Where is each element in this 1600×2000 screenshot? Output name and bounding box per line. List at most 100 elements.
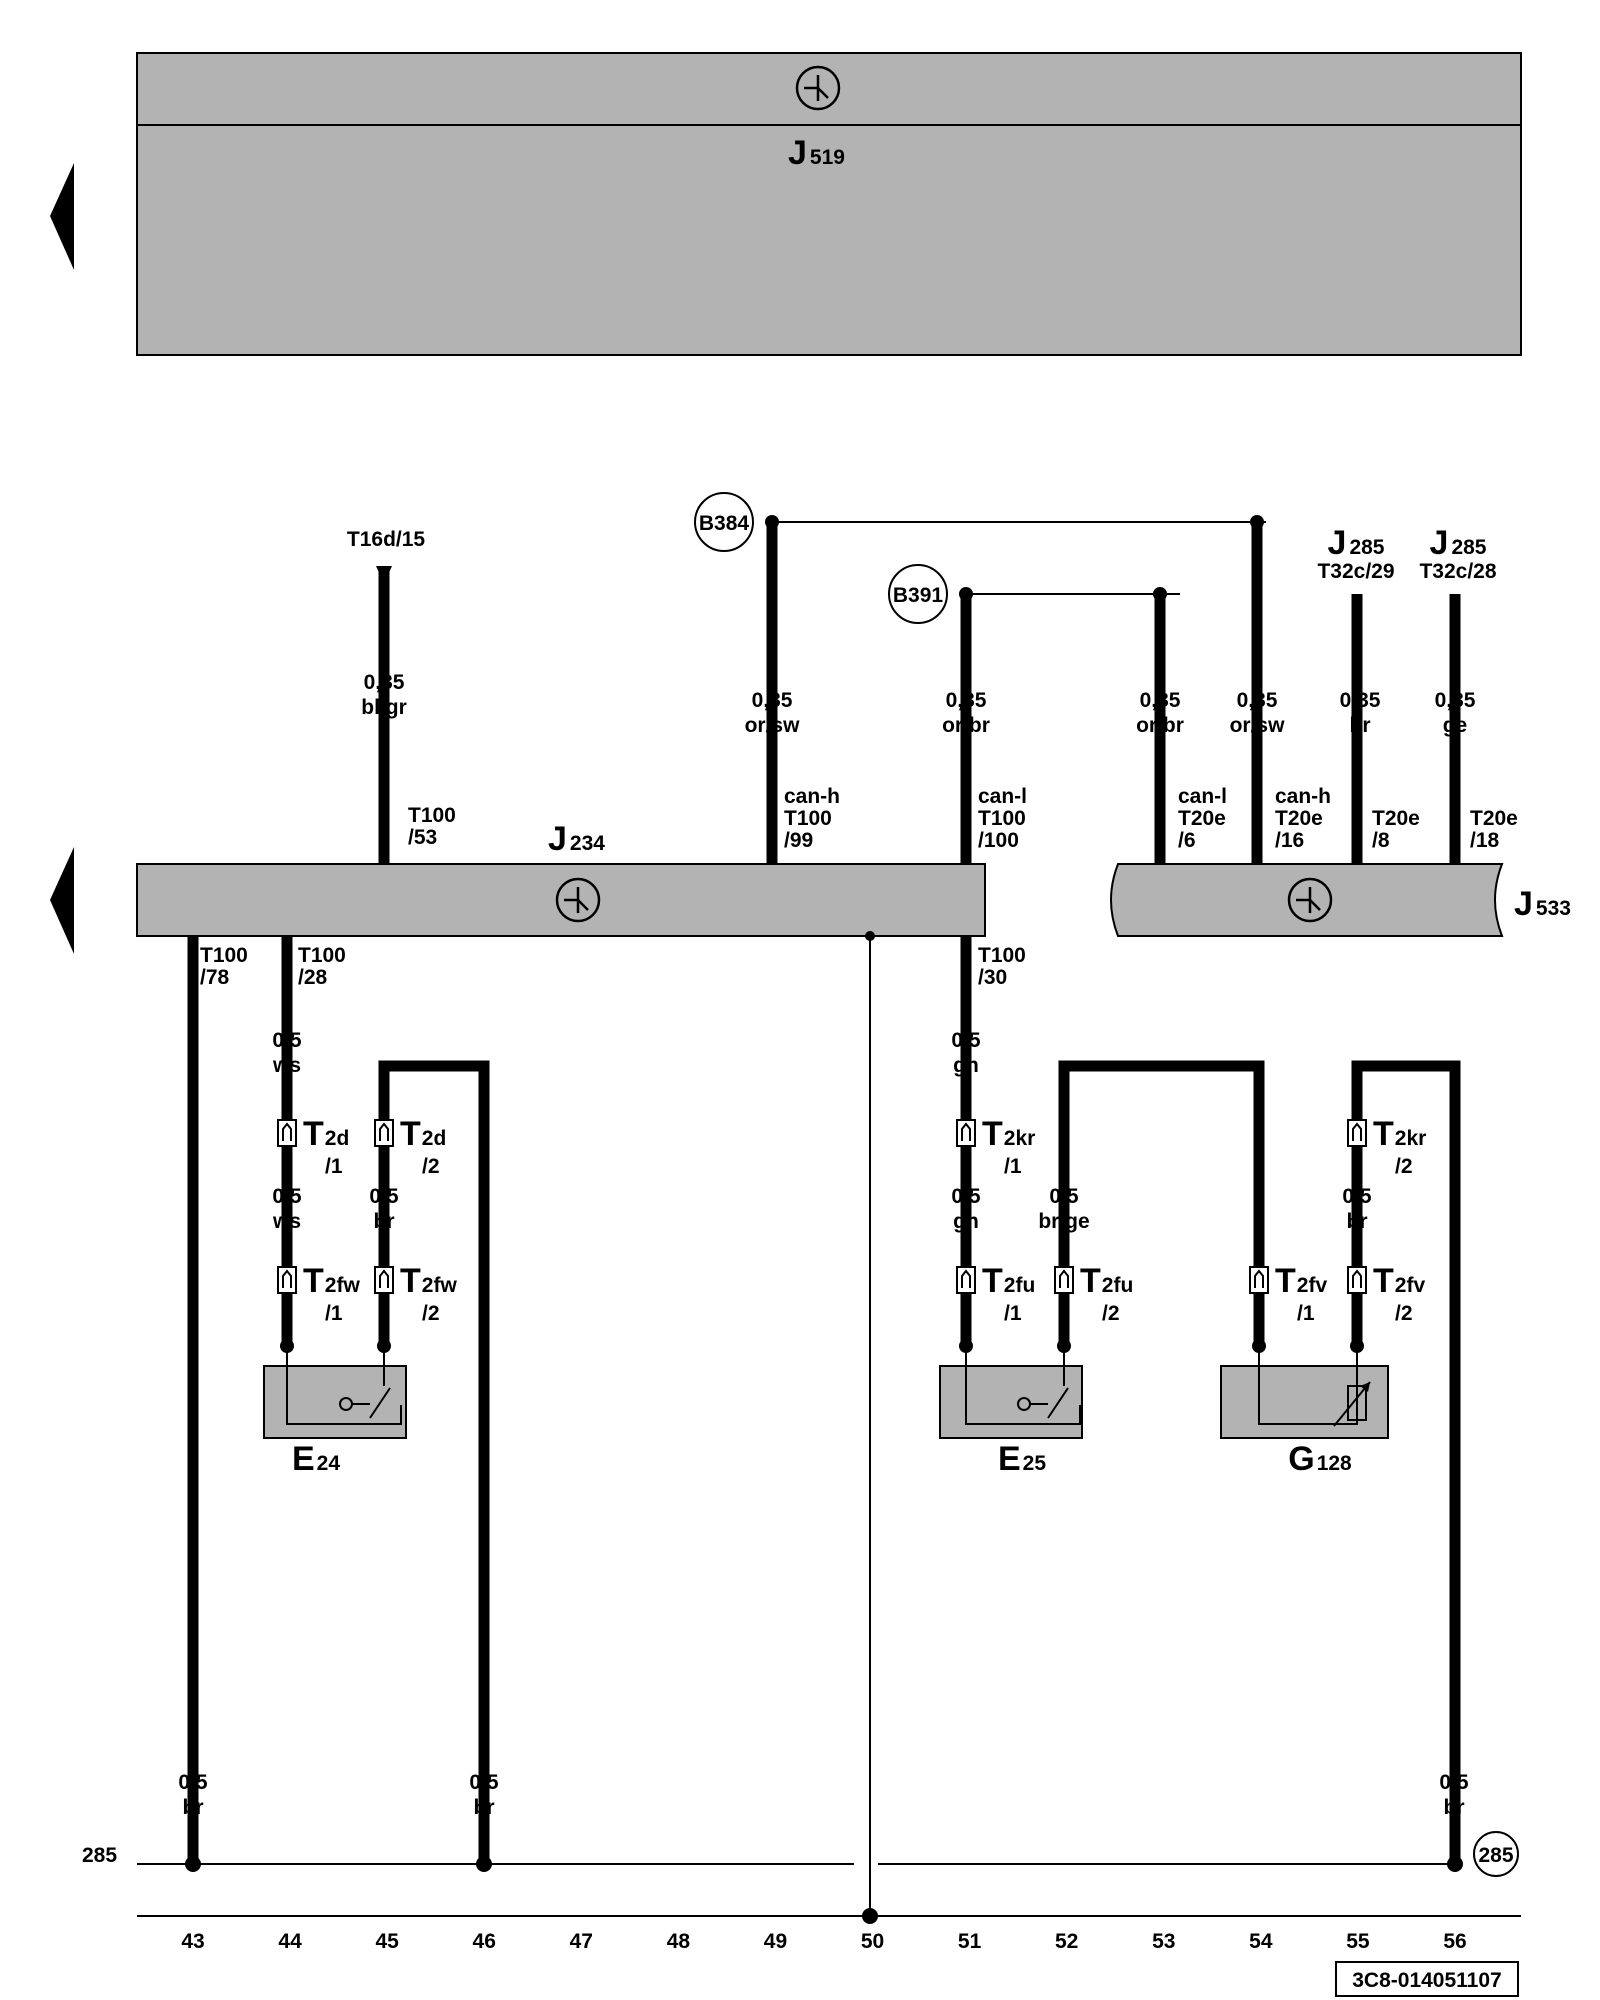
column-number: 53 <box>1152 1930 1175 1953</box>
svg-text:T20e: T20e <box>1470 807 1518 830</box>
column-number: 49 <box>764 1930 787 1953</box>
diagram-code: 3C8-014051107 <box>1335 1961 1519 1997</box>
junction-dot <box>1350 1339 1364 1353</box>
svg-text:/78: /78 <box>200 966 230 989</box>
pin-label-p78: T100/78 <box>200 944 248 989</box>
svg-text:/53: /53 <box>408 826 437 849</box>
junction-dot <box>476 1856 492 1872</box>
pin-label-p8: T20e/8 <box>1372 807 1420 852</box>
wire-gauge: 0,5 <box>272 1029 302 1052</box>
svg-text:can-l: can-l <box>1178 785 1227 808</box>
svg-text:T2fv: T2fv <box>1373 1262 1425 1300</box>
connector-icon <box>961 1122 971 1141</box>
column-number: 43 <box>181 1930 204 1953</box>
svg-text:T2fw: T2fw <box>400 1262 457 1300</box>
circle-ref-b391: B391 <box>888 564 948 624</box>
junction-dot <box>1153 587 1167 601</box>
svg-text:3C8-014051107: 3C8-014051107 <box>1352 1969 1501 1992</box>
svg-text:T2fv: T2fv <box>1275 1262 1327 1300</box>
column-number: 46 <box>473 1930 496 1953</box>
connectors: T2d/1T2d/2T2kr/1T2kr/2T2fw/1T2fw/2T2fu/1… <box>277 1115 1426 1325</box>
left-arrow-icon <box>50 163 74 270</box>
wire-gauge: 0,35 <box>1435 689 1476 712</box>
column-number: 47 <box>570 1930 593 1953</box>
svg-text:T2fw: T2fw <box>303 1262 360 1300</box>
column-number: 55 <box>1346 1930 1370 1953</box>
connector-c3: T2kr/1 <box>956 1115 1035 1178</box>
connector-c9: T2fv/1 <box>1249 1262 1327 1325</box>
wire-spec-w43d: 0,5br <box>178 1771 208 1819</box>
svg-text:can-l: can-l <box>978 785 1027 808</box>
component-e25: E25 <box>939 1346 1083 1478</box>
wire-color: ws <box>272 1054 301 1077</box>
svg-text:T100: T100 <box>298 944 346 967</box>
svg-text:T2d: T2d <box>303 1115 349 1153</box>
wire-gauge: 0,5 <box>1439 1771 1469 1794</box>
column-number: 45 <box>375 1930 399 1953</box>
wire-gauge: 0,35 <box>364 671 405 694</box>
svg-text:G128: G128 <box>1288 1440 1352 1478</box>
ref-j285-a-pin: T32c/29 <box>1317 560 1394 583</box>
junction-dot <box>1252 1339 1266 1353</box>
svg-text:T20e: T20e <box>1178 807 1226 830</box>
junction-dot <box>1250 515 1264 529</box>
wire-gauge: 0,35 <box>1340 689 1381 712</box>
svg-text:T100: T100 <box>200 944 248 967</box>
pin-terminal <box>1252 852 1262 860</box>
wire-gauge: 0,5 <box>369 1185 399 1208</box>
wire-color: br <box>1350 714 1371 737</box>
control-unit-icon <box>795 65 841 111</box>
svg-text:E25: E25 <box>998 1440 1046 1478</box>
wire-spec-w44c: 0,5ws <box>272 1185 302 1233</box>
svg-text:T2kr: T2kr <box>982 1115 1035 1153</box>
wire-gauge: 0,5 <box>272 1185 302 1208</box>
svg-text:/100: /100 <box>978 829 1019 852</box>
pin-terminal <box>961 939 971 947</box>
wire-spec-w44b: 0,5ws <box>272 1029 302 1077</box>
ref-j285-b-pin: T32c/28 <box>1419 560 1496 583</box>
svg-text:T100: T100 <box>978 944 1026 967</box>
wire-spec-w56d: 0,5br <box>1439 1771 1469 1819</box>
wire-color: or/br <box>1136 714 1184 737</box>
connector-c5: T2fw/1 <box>277 1262 360 1325</box>
wire-gauge: 0,5 <box>951 1185 981 1208</box>
wire-color: bl/gr <box>361 696 407 719</box>
pin-label-p30: T100/30 <box>978 944 1026 989</box>
pin-label-p18: T20e/18 <box>1470 807 1518 852</box>
svg-text:/2: /2 <box>1395 1302 1413 1325</box>
svg-text:T2fu: T2fu <box>982 1262 1035 1300</box>
circle-ref-b384: B384 <box>694 492 754 552</box>
wire-gauge: 0,5 <box>178 1771 208 1794</box>
junction-dot <box>1447 1856 1463 1872</box>
svg-text:T100: T100 <box>784 807 832 830</box>
control-unit-icon <box>555 877 601 923</box>
svg-text:E24: E24 <box>292 1440 340 1478</box>
wire-color: gn <box>953 1054 979 1077</box>
wire-color: br <box>183 1796 204 1819</box>
connector-c4: T2kr/2 <box>1347 1115 1426 1178</box>
ref-t16d: T16d/15 <box>347 528 426 551</box>
component-g128: G128 <box>1220 1346 1389 1478</box>
wire-gauge: 0,5 <box>469 1771 499 1794</box>
svg-text:/18: /18 <box>1470 829 1500 852</box>
connector-c8: T2fu/2 <box>1054 1262 1133 1325</box>
pin-terminal <box>1352 852 1362 860</box>
svg-text:T20e: T20e <box>1275 807 1323 830</box>
column-number: 50 <box>861 1930 884 1953</box>
junction-dot <box>959 1339 973 1353</box>
svg-text:can-h: can-h <box>1275 785 1331 808</box>
wire-spec-w45c: 0,5br <box>369 1185 399 1233</box>
connector-icon <box>282 1269 292 1288</box>
svg-text:T100: T100 <box>978 807 1026 830</box>
connector-icon <box>1352 1122 1362 1141</box>
